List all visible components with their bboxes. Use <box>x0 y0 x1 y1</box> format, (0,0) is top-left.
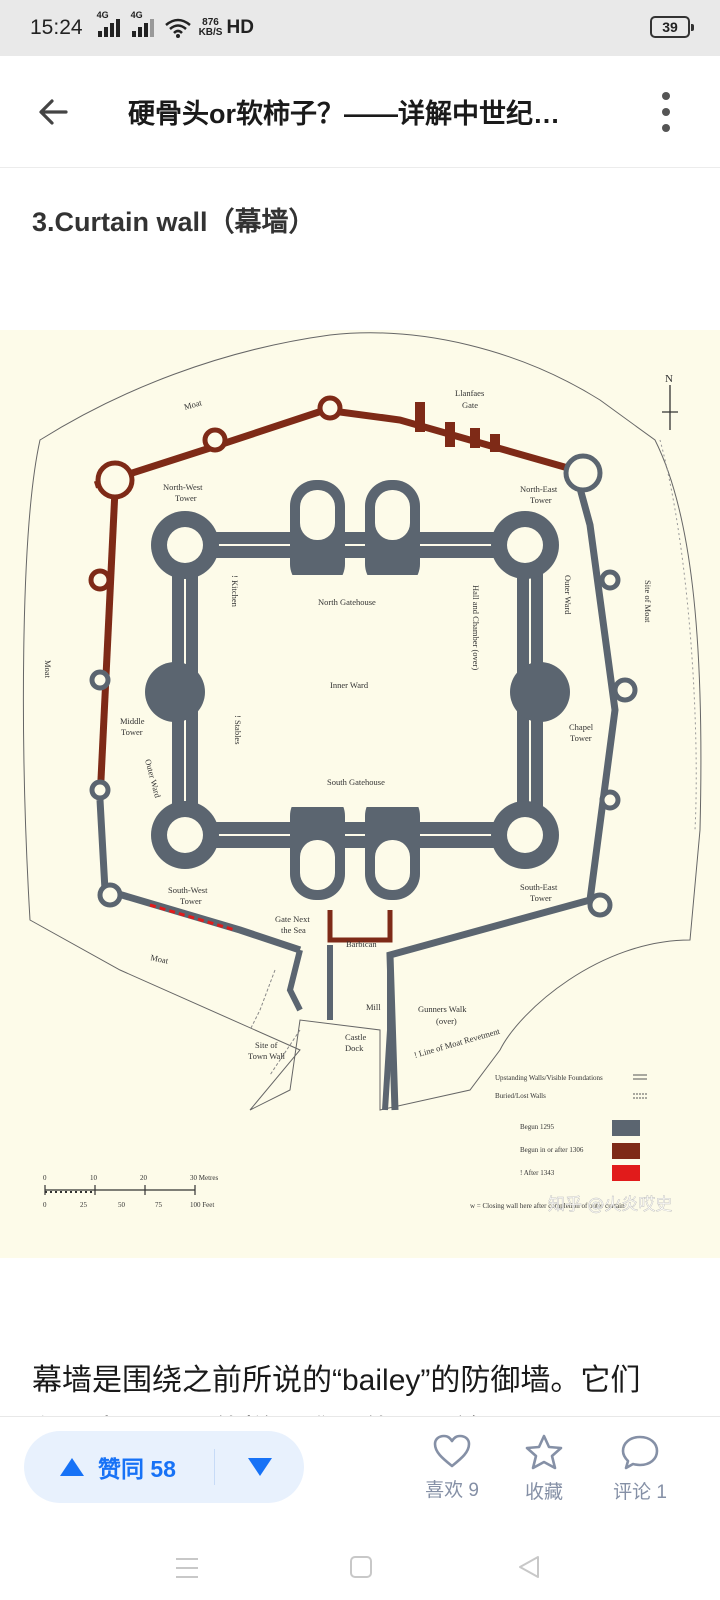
svg-text:Outer Ward: Outer Ward <box>143 758 163 799</box>
svg-text:75: 75 <box>155 1201 163 1209</box>
svg-text:the Sea: the Sea <box>281 925 306 935</box>
action-bar: 赞同 58 喜欢 9 收藏 评论 1 <box>0 1416 720 1536</box>
svg-text:Moat: Moat <box>150 952 170 966</box>
comment-button[interactable]: 评论 1 <box>600 1433 680 1504</box>
like-button[interactable]: 喜欢 9 <box>412 1433 492 1502</box>
svg-text:! Line of Moat Revetment: ! Line of Moat Revetment <box>413 1026 502 1060</box>
svg-text:Mill: Mill <box>366 1002 381 1012</box>
svg-text:Buried/Lost Walls: Buried/Lost Walls <box>495 1092 546 1100</box>
svg-text:10: 10 <box>90 1174 98 1182</box>
vote-down-button[interactable] <box>215 1458 304 1476</box>
svg-text:Gate: Gate <box>462 400 478 410</box>
svg-text:Dock: Dock <box>345 1043 364 1053</box>
svg-text:Castle: Castle <box>345 1032 366 1042</box>
page-title: 硬骨头or软柿子？——详解中世纪… <box>128 99 560 129</box>
svg-text:Tower: Tower <box>570 733 592 743</box>
wifi-icon <box>164 18 191 38</box>
system-nav-bar <box>0 1536 720 1600</box>
castle-plan-image: N Moat Moat Moat Site of Moat Llanfaes G… <box>0 330 720 1258</box>
svg-text:! After 1343: ! After 1343 <box>520 1169 555 1177</box>
triangle-up-icon <box>60 1458 84 1476</box>
svg-text:Site of Moat: Site of Moat <box>643 580 653 623</box>
svg-text:w = Closing wall here after co: w = Closing wall here after completion o… <box>470 1202 625 1210</box>
svg-text:Tower: Tower <box>175 493 197 503</box>
svg-text:Tower: Tower <box>530 495 552 505</box>
svg-text:0: 0 <box>43 1174 47 1182</box>
star-icon <box>525 1434 563 1470</box>
svg-text:N: N <box>665 373 673 385</box>
svg-text:! Stables: ! Stables <box>233 715 243 745</box>
castle-plan-drawing: N Moat Moat Moat Site of Moat Llanfaes G… <box>22 332 702 1215</box>
back-triangle-icon[interactable] <box>516 1554 542 1580</box>
svg-text:Llanfaes: Llanfaes <box>455 388 484 398</box>
signal-icon: 4G <box>97 10 122 37</box>
vote-up-button[interactable]: 赞同 58 <box>24 1431 214 1503</box>
svg-text:Tower: Tower <box>121 727 143 737</box>
heart-icon <box>433 1434 471 1468</box>
svg-text:0: 0 <box>43 1201 47 1209</box>
svg-text:Tower: Tower <box>530 893 552 903</box>
svg-text:! Kitchen: ! Kitchen <box>230 575 240 608</box>
svg-text:Inner Ward: Inner Ward <box>330 680 369 690</box>
svg-text:Gate Next: Gate Next <box>275 914 310 924</box>
home-square-icon[interactable] <box>350 1556 372 1578</box>
more-vertical-icon[interactable] <box>660 92 672 132</box>
svg-text:Town Wall: Town Wall <box>248 1051 286 1061</box>
svg-text:Barbican: Barbican <box>346 939 377 949</box>
svg-text:Tower: Tower <box>180 896 202 906</box>
svg-text:50: 50 <box>118 1201 126 1209</box>
svg-text:Middle: Middle <box>120 716 145 726</box>
svg-text:Chapel: Chapel <box>569 722 594 732</box>
svg-text:Moat: Moat <box>183 397 204 412</box>
section-heading: 3.Curtain wall（幕墙） <box>32 207 316 237</box>
vote-up-label: 赞同 58 <box>98 1456 176 1482</box>
svg-text:North-East: North-East <box>520 484 558 494</box>
svg-text:25: 25 <box>80 1201 88 1209</box>
svg-text:Outer Ward: Outer Ward <box>563 575 573 615</box>
comment-label: 评论 1 <box>613 1482 667 1503</box>
svg-text:North Gatehouse: North Gatehouse <box>318 597 376 607</box>
arrow-left-icon[interactable] <box>36 94 72 130</box>
svg-text:Site of: Site of <box>255 1040 278 1050</box>
comment-bubble-icon <box>621 1435 659 1470</box>
status-time: 15:24 <box>30 16 83 39</box>
article-paragraph: 幕墙是围绕之前所说的“bailey”的防御墙。它们 <box>32 1364 641 1397</box>
svg-text:20: 20 <box>140 1174 148 1182</box>
vote-divider <box>214 1449 215 1485</box>
svg-text:100 Feet: 100 Feet <box>190 1201 214 1209</box>
svg-text:Moat: Moat <box>43 660 53 679</box>
svg-text:Hall and Chamber (over): Hall and Chamber (over) <box>471 585 481 670</box>
svg-text:Begun in or after 1306: Begun in or after 1306 <box>520 1146 584 1154</box>
collect-label: 收藏 <box>524 1482 563 1503</box>
signal-icon-2: 4G <box>131 10 156 37</box>
svg-text:30 Metres: 30 Metres <box>190 1174 218 1182</box>
svg-text:Begun 1295: Begun 1295 <box>520 1123 555 1131</box>
like-label: 喜欢 9 <box>425 1480 479 1501</box>
svg-text:North-West: North-West <box>163 482 203 492</box>
vote-pill: 赞同 58 <box>24 1431 304 1503</box>
collect-button[interactable]: 收藏 <box>504 1433 584 1504</box>
svg-text:South Gatehouse: South Gatehouse <box>327 777 385 787</box>
svg-text:(over): (over) <box>436 1016 457 1026</box>
triangle-down-icon <box>247 1458 272 1476</box>
svg-text:Upstanding Walls/Visible Found: Upstanding Walls/Visible Foundations <box>495 1074 603 1082</box>
svg-text:知乎 @火炎哎史: 知乎 @火炎哎史 <box>548 1195 672 1215</box>
hd-indicator: HD <box>226 17 254 38</box>
svg-text:South-East: South-East <box>520 882 558 892</box>
app-bar: 硬骨头or软柿子？——详解中世纪… <box>0 56 720 168</box>
menu-icon[interactable] <box>176 1558 198 1578</box>
svg-text:Gunners Walk: Gunners Walk <box>418 1004 467 1014</box>
svg-text:South-West: South-West <box>168 885 208 895</box>
battery-icon: 39 <box>650 16 694 38</box>
